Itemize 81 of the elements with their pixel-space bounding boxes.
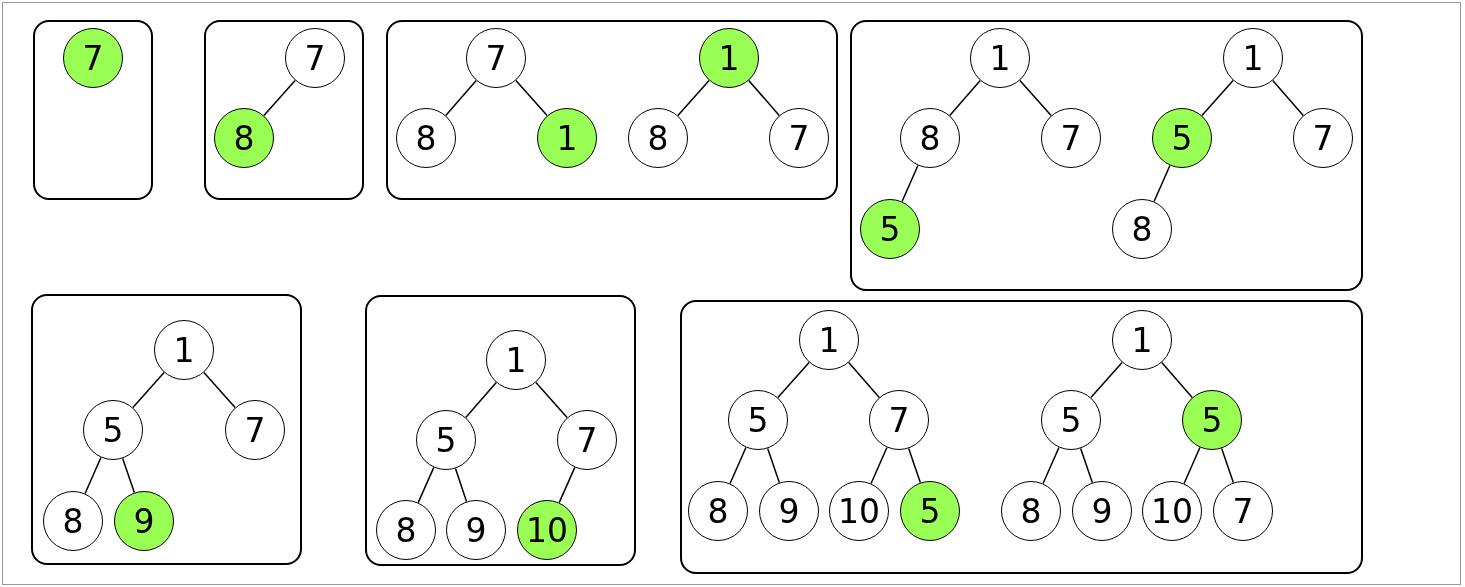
highlighted-tree-node: 1 [537,108,597,168]
highlighted-tree-node: 5 [900,481,960,541]
tree-edge [1201,79,1234,117]
tree-node: 1 [486,330,546,390]
tree-edge [1161,361,1193,399]
tree-edge [445,79,477,117]
tree-node: 7 [869,390,929,450]
step-panel [680,300,1363,574]
highlighted-tree-node: 9 [114,491,174,551]
tree-edge [465,381,497,419]
highlighted-tree-node: 5 [1152,108,1212,168]
step-panel [33,20,153,200]
tree-node: 7 [1041,108,1101,168]
tree-node: 9 [446,500,506,560]
tree-edge [907,447,922,484]
tree-edge [132,371,165,409]
tree-node: 7 [225,400,285,460]
tree-edge [1042,446,1060,485]
tree-edge [84,456,102,495]
tree-edge [1019,79,1052,117]
tree-edge [203,371,236,409]
tree-edge [1153,164,1171,203]
tree-node: 1 [154,320,214,380]
tree-node: 1 [1112,310,1172,370]
tree-node: 1 [1223,28,1283,88]
tree-edge [748,79,780,117]
tree-node: 8 [900,108,960,168]
tree-edge [949,79,981,117]
tree-node: 5 [728,390,788,450]
tree-edge [777,361,810,399]
tree-edge [766,447,781,484]
tree-node: 8 [628,108,688,168]
tree-edge [1079,447,1094,484]
tree-edge [558,466,576,504]
tree-edge [515,79,548,117]
tree-edge [417,466,435,504]
tree-node: 7 [285,28,345,88]
step-panel [31,294,302,565]
step-panel [365,295,636,566]
tree-edge [870,446,888,485]
tree-edge [848,361,880,399]
tree-node: 8 [688,481,748,541]
tree-node: 9 [1072,481,1132,541]
tree-edge [677,79,710,117]
tree-node: 7 [466,28,526,88]
tree-node: 5 [1041,390,1101,450]
tree-node: 8 [1001,481,1061,541]
tree-edge [263,79,296,117]
highlighted-tree-node: 1 [699,28,759,88]
tree-edge [454,467,468,503]
highlighted-tree-node: 7 [63,28,123,88]
tree-node: 7 [1213,481,1273,541]
tree-node: 1 [799,310,859,370]
tree-node: 10 [1142,481,1202,541]
tree-edge [1272,79,1304,117]
tree-edge [729,446,747,485]
tree-edge [121,457,136,494]
tree-edge [535,381,568,419]
tree-node: 8 [376,500,436,560]
highlighted-tree-node: 8 [214,108,274,168]
highlighted-tree-node: 5 [860,199,920,259]
highlighted-tree-node: 10 [517,500,577,560]
step-panel [850,20,1363,291]
tree-node: 8 [396,108,456,168]
tree-node: 10 [829,481,889,541]
tree-node: 7 [769,108,829,168]
tree-edge [1183,446,1201,485]
tree-edge [1090,361,1123,399]
tree-edge [901,164,919,203]
tree-node: 5 [416,410,476,470]
tree-node: 8 [1112,199,1172,259]
highlighted-tree-node: 5 [1182,390,1242,450]
tree-node: 1 [970,28,1030,88]
tree-node: 5 [83,400,143,460]
tree-node: 9 [759,481,819,541]
tree-node: 7 [557,410,617,470]
tree-edge [1220,447,1235,484]
step-panel [204,20,364,200]
tree-node: 8 [43,491,103,551]
tree-node: 7 [1293,108,1353,168]
step-panel [386,20,838,200]
